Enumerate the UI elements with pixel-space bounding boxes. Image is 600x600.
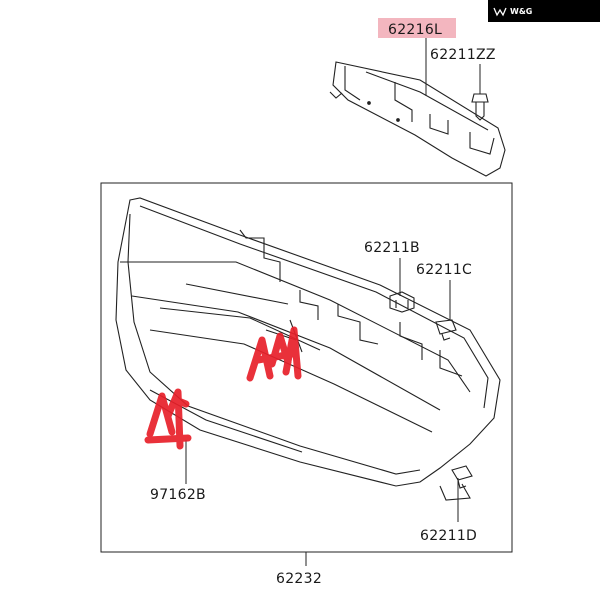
upper-clip-part bbox=[471, 93, 489, 121]
clip-d-part bbox=[451, 465, 473, 489]
callout-62211d: 62211D bbox=[420, 528, 477, 544]
callout-62216l: 62216L bbox=[388, 22, 442, 38]
upper-bracket-part bbox=[329, 61, 506, 177]
clip-b-part bbox=[389, 291, 415, 313]
callout-62232: 62232 bbox=[276, 571, 322, 587]
highlight-box bbox=[378, 18, 456, 38]
red-marker-emblem bbox=[144, 388, 192, 450]
assembly-frame bbox=[100, 182, 513, 553]
watermark-badge: W&G bbox=[488, 0, 600, 22]
clip-c-part bbox=[435, 319, 457, 341]
red-marker-grille bbox=[246, 326, 302, 382]
callout-97162b: 97162B bbox=[150, 487, 206, 503]
callout-62211c: 62211C bbox=[416, 262, 472, 278]
callout-62211zz: 62211ZZ bbox=[430, 47, 496, 63]
grille-body bbox=[115, 197, 501, 501]
callout-62211b: 62211B bbox=[364, 240, 420, 256]
watermark-text: W&G bbox=[510, 7, 532, 16]
leader-lines bbox=[185, 38, 481, 566]
